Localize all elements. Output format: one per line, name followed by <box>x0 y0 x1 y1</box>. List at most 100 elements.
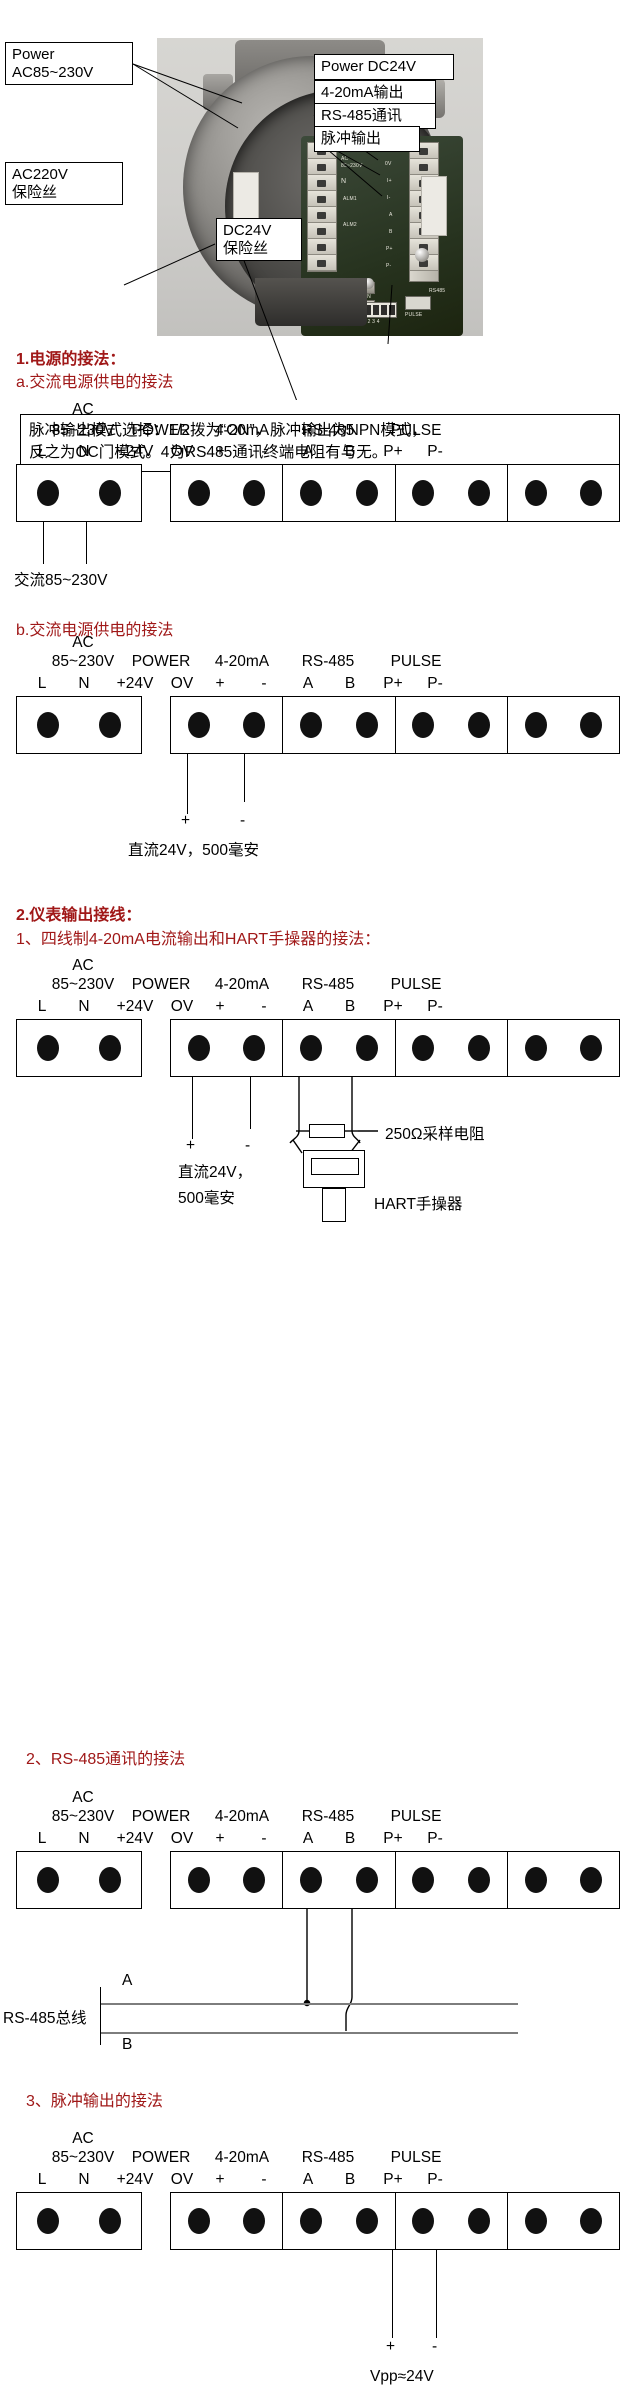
terminal-dot-b[interactable] <box>467 712 490 738</box>
dip-switch[interactable] <box>363 302 397 318</box>
terminal-dot-b[interactable] <box>467 2208 490 2234</box>
terminal-dot-n[interactable] <box>99 2208 121 2234</box>
ma-section[interactable] <box>283 465 396 521</box>
ma-section-e[interactable] <box>283 2193 396 2249</box>
terminal-dot-ma-plus[interactable] <box>300 1035 323 1061</box>
ac-terminal-block-c[interactable] <box>16 1019 142 1077</box>
callout-ac220v-fuse: AC220V 保险丝 <box>5 162 123 206</box>
terminal-dot-n[interactable] <box>99 712 121 738</box>
terminal-dot-p-plus[interactable] <box>524 2208 547 2234</box>
terminal-dot-a[interactable] <box>412 712 435 738</box>
terminal-dot-p-minus[interactable] <box>580 480 603 506</box>
dip-switch-1[interactable] <box>365 305 371 315</box>
terminal-dot-24v[interactable] <box>187 712 210 738</box>
ac-section-b[interactable] <box>17 697 141 753</box>
rs485-section[interactable] <box>396 465 508 521</box>
terminal-dot-24v[interactable] <box>187 480 210 506</box>
ac-terminal-block[interactable] <box>16 464 142 522</box>
terminal-dot-24v[interactable] <box>187 1035 210 1061</box>
wire-pulse-plus <box>392 2250 394 2338</box>
ma-section-d[interactable] <box>283 1852 396 1908</box>
power-section-d[interactable] <box>171 1852 284 1908</box>
terminal-dot-0v[interactable] <box>243 2208 266 2234</box>
terminal-dot-p-plus[interactable] <box>524 480 547 506</box>
terminal-dot-n[interactable] <box>99 1035 121 1061</box>
rs485-section-c[interactable] <box>396 1020 508 1076</box>
terminal-dot-n[interactable] <box>99 480 121 506</box>
terminal-dot-ma-plus[interactable] <box>300 2208 323 2234</box>
ac-section[interactable] <box>17 465 141 521</box>
terminal-dot-p-minus[interactable] <box>580 712 603 738</box>
rs485-section-b[interactable] <box>396 697 508 753</box>
pulse-section[interactable] <box>508 465 619 521</box>
terminal-dot-24v[interactable] <box>187 1867 210 1893</box>
hdr-pulse-b: PULSE <box>390 653 442 670</box>
terminal-dot-a[interactable] <box>412 1035 435 1061</box>
terminal-dot-a[interactable] <box>412 480 435 506</box>
ac-terminal-block-e[interactable] <box>16 2192 142 2250</box>
terminal-dot-a[interactable] <box>412 1867 435 1893</box>
terminal-dot-n[interactable] <box>99 1867 121 1893</box>
ac-terminal-block-b[interactable] <box>16 696 142 754</box>
ac-section-e[interactable] <box>17 2193 141 2249</box>
terminal-dot-ma-minus[interactable] <box>355 1035 378 1061</box>
hdr-l-b: L <box>37 675 47 692</box>
terminal-dot-ma-plus[interactable] <box>300 1867 323 1893</box>
signal-terminal-block-b[interactable] <box>170 696 620 754</box>
terminal-dot-0v[interactable] <box>243 712 266 738</box>
terminal-dot-p-minus[interactable] <box>580 1867 603 1893</box>
terminal-dot-p-plus[interactable] <box>524 1867 547 1893</box>
terminal-dot-b[interactable] <box>467 480 490 506</box>
terminal-dot-a[interactable] <box>412 2208 435 2234</box>
terminal-dot-l[interactable] <box>37 480 59 506</box>
signal-terminal-block[interactable] <box>170 464 620 522</box>
pulse-section-e[interactable] <box>508 2193 619 2249</box>
ac-terminal-block-d[interactable] <box>16 1851 142 1909</box>
pulse-section-c[interactable] <box>508 1020 619 1076</box>
terminal-dot-l[interactable] <box>37 712 59 738</box>
terminal-dot-p-plus[interactable] <box>524 712 547 738</box>
pulse-section-d[interactable] <box>508 1852 619 1908</box>
terminal-dot-l[interactable] <box>37 2208 59 2234</box>
terminal-dot-p-plus[interactable] <box>524 1035 547 1061</box>
power-section-b[interactable] <box>171 697 284 753</box>
dip-switch-3[interactable] <box>381 305 387 315</box>
rs485-section-e[interactable] <box>396 2193 508 2249</box>
mode-jumper[interactable] <box>405 296 431 310</box>
terminal-dot-0v[interactable] <box>243 1035 266 1061</box>
signal-terminal-block-d[interactable] <box>170 1851 620 1909</box>
terminal-dot-l[interactable] <box>37 1035 59 1061</box>
signal-terminal-block-c[interactable] <box>170 1019 620 1077</box>
rs485-section-d[interactable] <box>396 1852 508 1908</box>
terminal-dot-l[interactable] <box>37 1867 59 1893</box>
power-section[interactable] <box>171 465 284 521</box>
callout-pulse-output: 脉冲输出 <box>314 126 420 152</box>
terminal-dot-0v[interactable] <box>243 480 266 506</box>
terminal-dot-0v[interactable] <box>243 1867 266 1893</box>
terminal-cell <box>308 191 336 207</box>
ac-section-d[interactable] <box>17 1852 141 1908</box>
hdr-p-plus-b: P+ <box>383 675 403 692</box>
ma-section-c[interactable] <box>283 1020 396 1076</box>
pulse-section-b[interactable] <box>508 697 619 753</box>
terminal-dot-ma-plus[interactable] <box>300 712 323 738</box>
terminal-dot-ma-minus[interactable] <box>355 2208 378 2234</box>
power-section-e[interactable] <box>171 2193 284 2249</box>
hdr-pulse: PULSE <box>390 422 442 439</box>
ac-section-c[interactable] <box>17 1020 141 1076</box>
terminal-dot-p-minus[interactable] <box>580 1035 603 1061</box>
terminal-dot-p-minus[interactable] <box>580 2208 603 2234</box>
power-section-c[interactable] <box>171 1020 284 1076</box>
terminal-dot-b[interactable] <box>467 1867 490 1893</box>
signal-terminal-block-e[interactable] <box>170 2192 620 2250</box>
terminal-dot-ma-minus[interactable] <box>355 1867 378 1893</box>
dip-switch-4[interactable] <box>389 305 395 315</box>
terminal-dot-ma-minus[interactable] <box>355 480 378 506</box>
terminal-dot-ma-plus[interactable] <box>300 480 323 506</box>
terminal-dot-24v[interactable] <box>187 2208 210 2234</box>
terminal-dot-b[interactable] <box>467 1035 490 1061</box>
ma-section-b[interactable] <box>283 697 396 753</box>
terminal-dot-ma-minus[interactable] <box>355 712 378 738</box>
dip-switch-2[interactable] <box>373 305 379 315</box>
